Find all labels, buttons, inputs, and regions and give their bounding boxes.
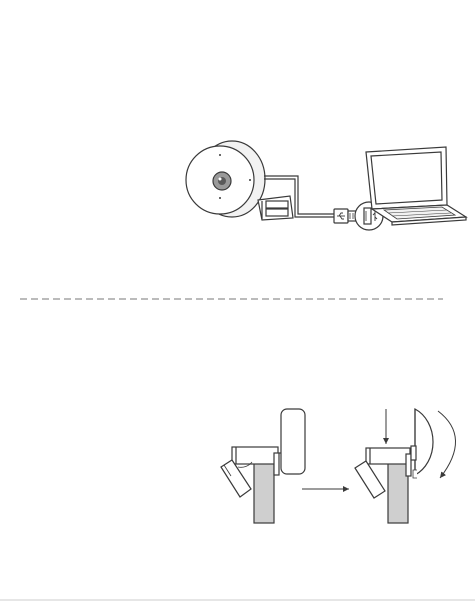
laptop: [366, 147, 466, 225]
webcam: [186, 141, 293, 220]
webcam-tilted-forward: [355, 409, 433, 523]
webcam-indicator-dot: [249, 179, 251, 181]
webcam-mounted-on-monitor: [221, 409, 305, 523]
webcam-body: [281, 409, 305, 474]
figure-2-tilt-adjust: [221, 409, 456, 523]
webcam-mic-dot: [219, 197, 221, 199]
monitor-edge: [254, 461, 274, 523]
webcam-mic-dot: [219, 154, 221, 156]
usb-plug: [334, 209, 356, 223]
tilt-arc-arrow: [438, 411, 456, 478]
webcam-body: [415, 409, 433, 475]
figure-1-connect-usb: [186, 141, 466, 230]
monitor-edge: [388, 462, 408, 523]
